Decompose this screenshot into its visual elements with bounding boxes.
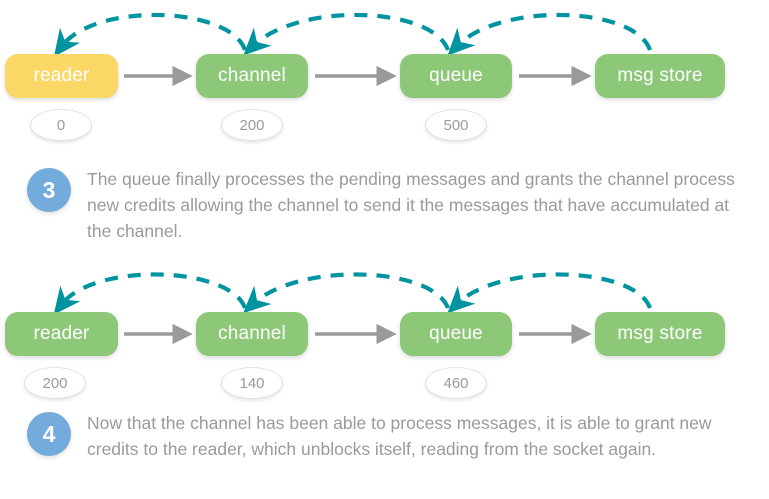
step-description: The queue finally processes the pending … [87,169,735,241]
credit-value: 500 [443,116,469,134]
node-msg-store[interactable]: msg store [595,54,725,98]
node-label: queue [429,323,483,344]
node-label: msg store [617,323,703,344]
node-reader[interactable]: reader [5,312,118,356]
credit-badge-reader: 200 [24,367,86,399]
node-reader[interactable]: reader [5,54,118,98]
credit-value: 200 [239,116,265,134]
credit-value: 200 [42,374,68,392]
step-description: Now that the channel has been able to pr… [87,413,712,459]
node-label: queue [429,65,483,86]
credit-arc-channel-to-reader [53,12,247,57]
credit-badge-queue: 460 [425,367,487,399]
node-label: channel [218,65,286,86]
credit-value: 460 [443,374,469,392]
step-3: 3 The queue finally processes the pendin… [0,166,769,244]
node-label: channel [218,323,286,344]
node-queue[interactable]: queue [400,54,512,98]
credit-value: 0 [56,116,66,134]
node-queue[interactable]: queue [400,312,512,356]
credit-badge-channel: 200 [221,109,283,141]
credit-arc-channel-to-reader [53,272,247,315]
node-channel[interactable]: channel [196,312,308,356]
credit-badge-channel: 140 [221,367,283,399]
diagram-state-3: reader channel queue msg store 0 200 500 [0,0,769,150]
node-label: reader [33,323,90,344]
step-number-badge: 4 [27,412,71,456]
credit-arc-msgstore-to-queue [447,272,652,314]
node-channel[interactable]: channel [196,54,308,98]
credit-arc-msgstore-to-queue [447,12,652,56]
credit-arc-queue-to-channel [243,272,450,314]
step-number-badge: 3 [27,168,71,212]
credit-badge-reader: 0 [30,109,92,141]
node-label: msg store [617,65,703,86]
node-label: reader [33,65,90,86]
node-msg-store[interactable]: msg store [595,312,725,356]
step-4: 4 Now that the channel has been able to … [0,410,769,462]
credit-value: 140 [239,374,265,392]
credit-arc-queue-to-channel [243,12,450,56]
diagram-state-4: reader channel queue msg store 200 140 4… [0,262,769,404]
credit-badge-queue: 500 [425,109,487,141]
